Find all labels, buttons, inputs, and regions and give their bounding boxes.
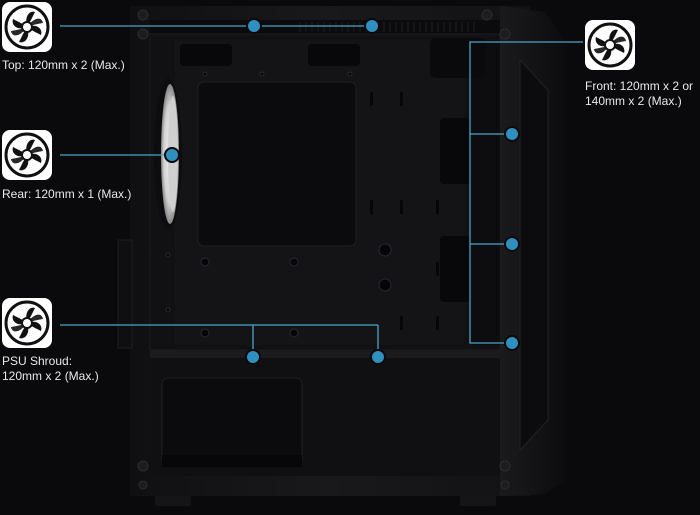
- standoffs: [165, 71, 392, 338]
- label-front-line1: Front: 120mm x 2 or: [585, 79, 694, 93]
- leader-front: [469, 41, 583, 344]
- label-front-line2: 140mm x 2 (Max.): [585, 94, 682, 108]
- front-fan-rail: [470, 40, 500, 345]
- dot-top-2: [364, 18, 380, 34]
- cable-grommet-lower: [440, 236, 470, 302]
- dot-front-2: [504, 236, 520, 252]
- callout-dots: [164, 18, 520, 365]
- top-radiator-area: [430, 38, 486, 78]
- label-rear: Rear: 120mm x 1 (Max.): [2, 187, 132, 201]
- front-panel-vent: [519, 58, 549, 452]
- cable-hole-top-center: [308, 44, 360, 66]
- label-psu-line2: 120mm x 2 (Max.): [2, 369, 99, 383]
- label-top: Top: 120mm x 2 (Max.): [2, 58, 125, 72]
- tray-slots: [370, 92, 439, 330]
- dot-rear: [164, 147, 180, 163]
- fan-icon: [2, 130, 52, 180]
- foot-right: [460, 496, 496, 506]
- label-psu-line1: PSU Shroud:: [2, 354, 73, 368]
- foot-left: [155, 496, 191, 506]
- psu-vent: [162, 455, 302, 467]
- cable-grommet-upper: [440, 118, 470, 184]
- dot-psu-2: [370, 349, 386, 365]
- cable-hole-top-left: [180, 44, 232, 66]
- dot-top-1: [246, 18, 262, 34]
- top-vent: [150, 20, 500, 34]
- psu-shroud-top: [150, 350, 500, 358]
- fan-icon: [2, 298, 52, 348]
- dot-psu-1: [245, 349, 261, 365]
- psu-window: [161, 377, 303, 467]
- expansion-bracket: [117, 239, 133, 349]
- fan-icon: [2, 2, 52, 52]
- case-screws: [137, 9, 511, 490]
- cpu-cutout: [197, 81, 357, 247]
- leader-lines: [60, 25, 583, 356]
- dot-front-3: [504, 335, 520, 351]
- fan-icon: [585, 20, 635, 70]
- dot-front-1: [504, 126, 520, 142]
